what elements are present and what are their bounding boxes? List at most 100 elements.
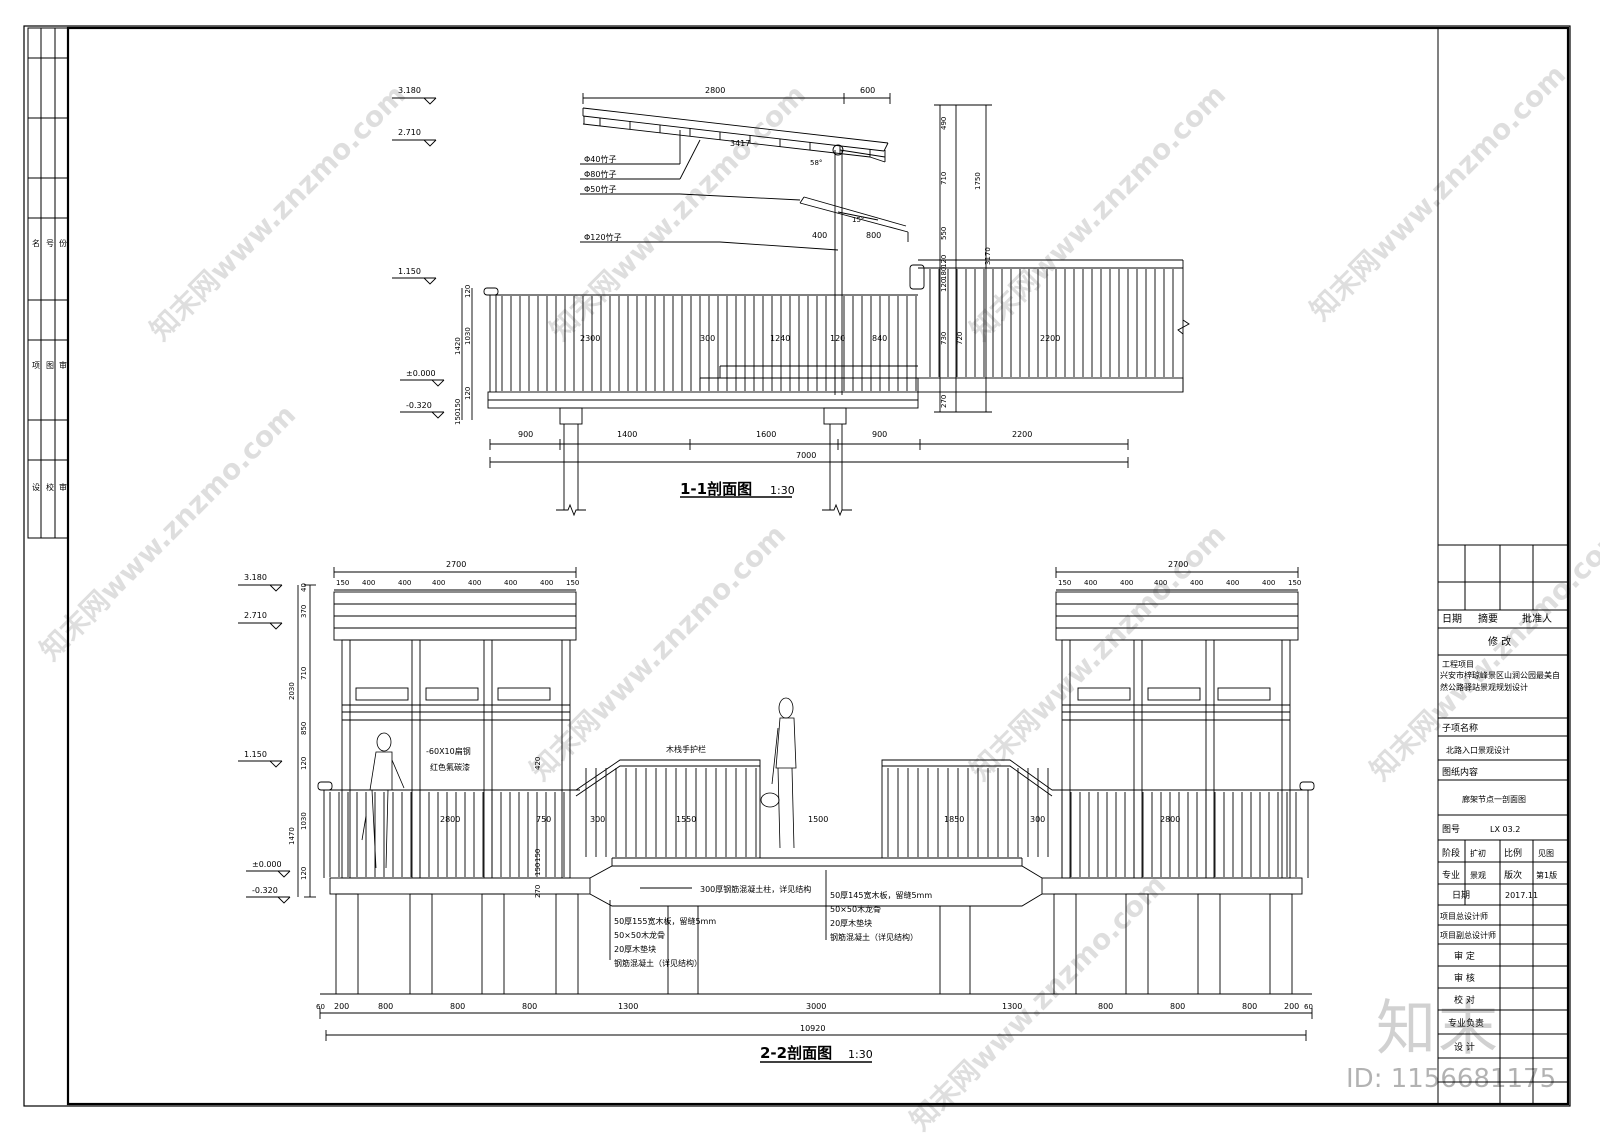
role-7: 设 计 bbox=[1454, 1041, 1475, 1053]
left-strip bbox=[27, 27, 69, 539]
s2-right-note-3: 20厚木垫块 bbox=[830, 918, 872, 928]
s1-angle-1: 58° bbox=[810, 159, 822, 167]
s2-pdim-2: 400 bbox=[362, 579, 375, 587]
drawing-no-label: 图号 bbox=[1442, 824, 1460, 835]
s2-pdim-r4: 400 bbox=[1154, 579, 1167, 587]
date-label: 日期 bbox=[1452, 890, 1470, 901]
s2-center-dim-3: 150 bbox=[534, 863, 542, 876]
s1-right-vdim-3: 550 bbox=[940, 227, 948, 240]
content-value: 廊架节点一剖面图 bbox=[1462, 794, 1526, 804]
s2-inner-dim-2: 750 bbox=[536, 815, 551, 824]
s2-inner-dim-5: 1500 bbox=[808, 815, 828, 824]
version-label: 版次 bbox=[1504, 869, 1522, 881]
s1-title: 1-1剖面图 bbox=[680, 480, 752, 498]
role-2: 项目副总设计师 bbox=[1440, 930, 1496, 940]
subitem-value: 北路入口景观设计 bbox=[1446, 745, 1510, 755]
s2-right-note-2: 50×50木龙骨 bbox=[830, 904, 881, 914]
content-label: 图纸内容 bbox=[1442, 766, 1478, 778]
s2-bdim-4: 800 bbox=[450, 1002, 465, 1011]
section-1-drawing bbox=[392, 93, 1190, 517]
s2-bdim-5: 800 bbox=[522, 1002, 537, 1011]
s2-bdim-3: 800 bbox=[378, 1002, 393, 1011]
s2-bdim-11: 800 bbox=[1242, 1002, 1257, 1011]
s1-level-3: 1.150 bbox=[398, 267, 421, 276]
s2-pdim-r5: 400 bbox=[1190, 579, 1203, 587]
s1-right-vdim-2: 710 bbox=[940, 172, 948, 185]
s2-bdim-7: 3000 bbox=[806, 1002, 826, 1011]
s2-left-note-1: 50厚155宽木板，留缝5mm bbox=[614, 916, 716, 926]
s2-inner-dim-7: 300 bbox=[1030, 815, 1045, 824]
s2-left-pavilion bbox=[333, 591, 577, 879]
s1-dim-top-1: 2800 bbox=[705, 86, 725, 95]
strip-cell: 校 bbox=[46, 482, 54, 492]
header-date: 日期 bbox=[1442, 613, 1462, 625]
s1-right-vdim-4: 120 bbox=[940, 255, 948, 268]
s2-vdim-8: 2030 bbox=[288, 682, 296, 700]
scale-label: 比例 bbox=[1504, 847, 1522, 859]
s2-level-2: 2.710 bbox=[244, 611, 267, 620]
s1-bottom-dim-5: 2200 bbox=[1012, 430, 1032, 439]
role-5: 校 对 bbox=[1454, 994, 1475, 1006]
stage-label: 阶段 bbox=[1442, 847, 1460, 859]
s2-total-dim: 10920 bbox=[800, 1024, 825, 1033]
s2-level-markers bbox=[238, 584, 291, 904]
strip-cell: 设 bbox=[32, 482, 40, 492]
brand-logo: 知末 bbox=[1376, 994, 1500, 1064]
s2-level-3: 1.150 bbox=[244, 750, 267, 759]
s2-center-dim-1: 420 bbox=[534, 757, 542, 770]
s1-roof-length: 3417 bbox=[730, 139, 750, 148]
s2-piers bbox=[320, 893, 1312, 995]
s2-inner-dim-6: 1850 bbox=[944, 815, 964, 824]
s2-level-1: 3.180 bbox=[244, 573, 267, 582]
stage-value: 扩初 bbox=[1470, 848, 1486, 858]
s2-right-pavilion bbox=[1055, 591, 1299, 879]
human-figure-left bbox=[361, 732, 405, 869]
s1-angle-2: 15° bbox=[852, 216, 864, 224]
role-1: 项目总设计师 bbox=[1440, 911, 1488, 921]
header-approver: 批准人 bbox=[1522, 612, 1552, 625]
s2-pdim-4: 400 bbox=[432, 579, 445, 587]
s2-pdim-7: 400 bbox=[540, 579, 553, 587]
s2-vdim-1: 40 bbox=[300, 583, 308, 592]
s1-right-vdim-8: 720 bbox=[956, 332, 964, 345]
s2-bdim-2: 200 bbox=[334, 1002, 349, 1011]
s1-inner-dim-3: 1240 bbox=[770, 334, 790, 343]
s1-right-vdim-5: 180 bbox=[940, 267, 948, 280]
s2-pdim-r3: 400 bbox=[1120, 579, 1133, 587]
s1-level-4: ±0.000 bbox=[406, 369, 436, 378]
s2-pavilion-width-left: 2700 bbox=[446, 560, 466, 569]
sheet-frame bbox=[23, 25, 1571, 1107]
s1-callout-4: Φ120竹子 bbox=[584, 232, 622, 242]
s2-bdim-10: 800 bbox=[1170, 1002, 1185, 1011]
revision-label: 修 改 bbox=[1488, 635, 1511, 648]
s2-inner-dim-3: 300 bbox=[590, 815, 605, 824]
section-2-text: 3.180 2.710 1.150 ±0.000 -0.320 2700 270… bbox=[244, 560, 1313, 1062]
strip-cell: 审 bbox=[59, 360, 67, 370]
s2-bdim-1: 60 bbox=[316, 1003, 325, 1011]
s1-dimensions bbox=[461, 93, 1129, 468]
strip-cell: 图 bbox=[46, 361, 54, 370]
s1-level-markers bbox=[392, 97, 445, 419]
s2-level-4: ±0.000 bbox=[252, 860, 282, 869]
s2-label-handrail: 木栈手护栏 bbox=[666, 744, 706, 754]
s1-total-dim: 7000 bbox=[796, 451, 816, 460]
s2-scale: 1:30 bbox=[848, 1048, 873, 1061]
s1-total-vdim-2: 3170 bbox=[984, 247, 992, 265]
s1-inner-dim-2: 300 bbox=[700, 334, 715, 343]
s1-right-vdim-1: 490 bbox=[940, 117, 948, 130]
s2-pdim-r2: 400 bbox=[1084, 579, 1097, 587]
s1-scale: 1:30 bbox=[770, 484, 795, 497]
s1-total-vdim-1: 1750 bbox=[974, 172, 982, 190]
s2-title: 2-2剖面图 bbox=[760, 1044, 832, 1062]
s1-inner-dim-1: 2300 bbox=[580, 334, 600, 343]
s2-pdim-1: 150 bbox=[336, 579, 349, 587]
image-id-label: ID: 1156681175 bbox=[1346, 1064, 1557, 1094]
role-4: 审 核 bbox=[1454, 972, 1475, 984]
header-summary: 摘要 bbox=[1478, 612, 1498, 625]
s2-inner-dim-8: 2800 bbox=[1160, 815, 1180, 824]
s2-inner-dim-1: 2800 bbox=[440, 815, 460, 824]
s2-vdim-9: 1470 bbox=[288, 827, 296, 845]
s2-pdim-r1: 150 bbox=[1058, 579, 1071, 587]
strip-cell: 审 bbox=[59, 482, 67, 492]
s1-left-vdim-5: 150 bbox=[454, 399, 462, 412]
